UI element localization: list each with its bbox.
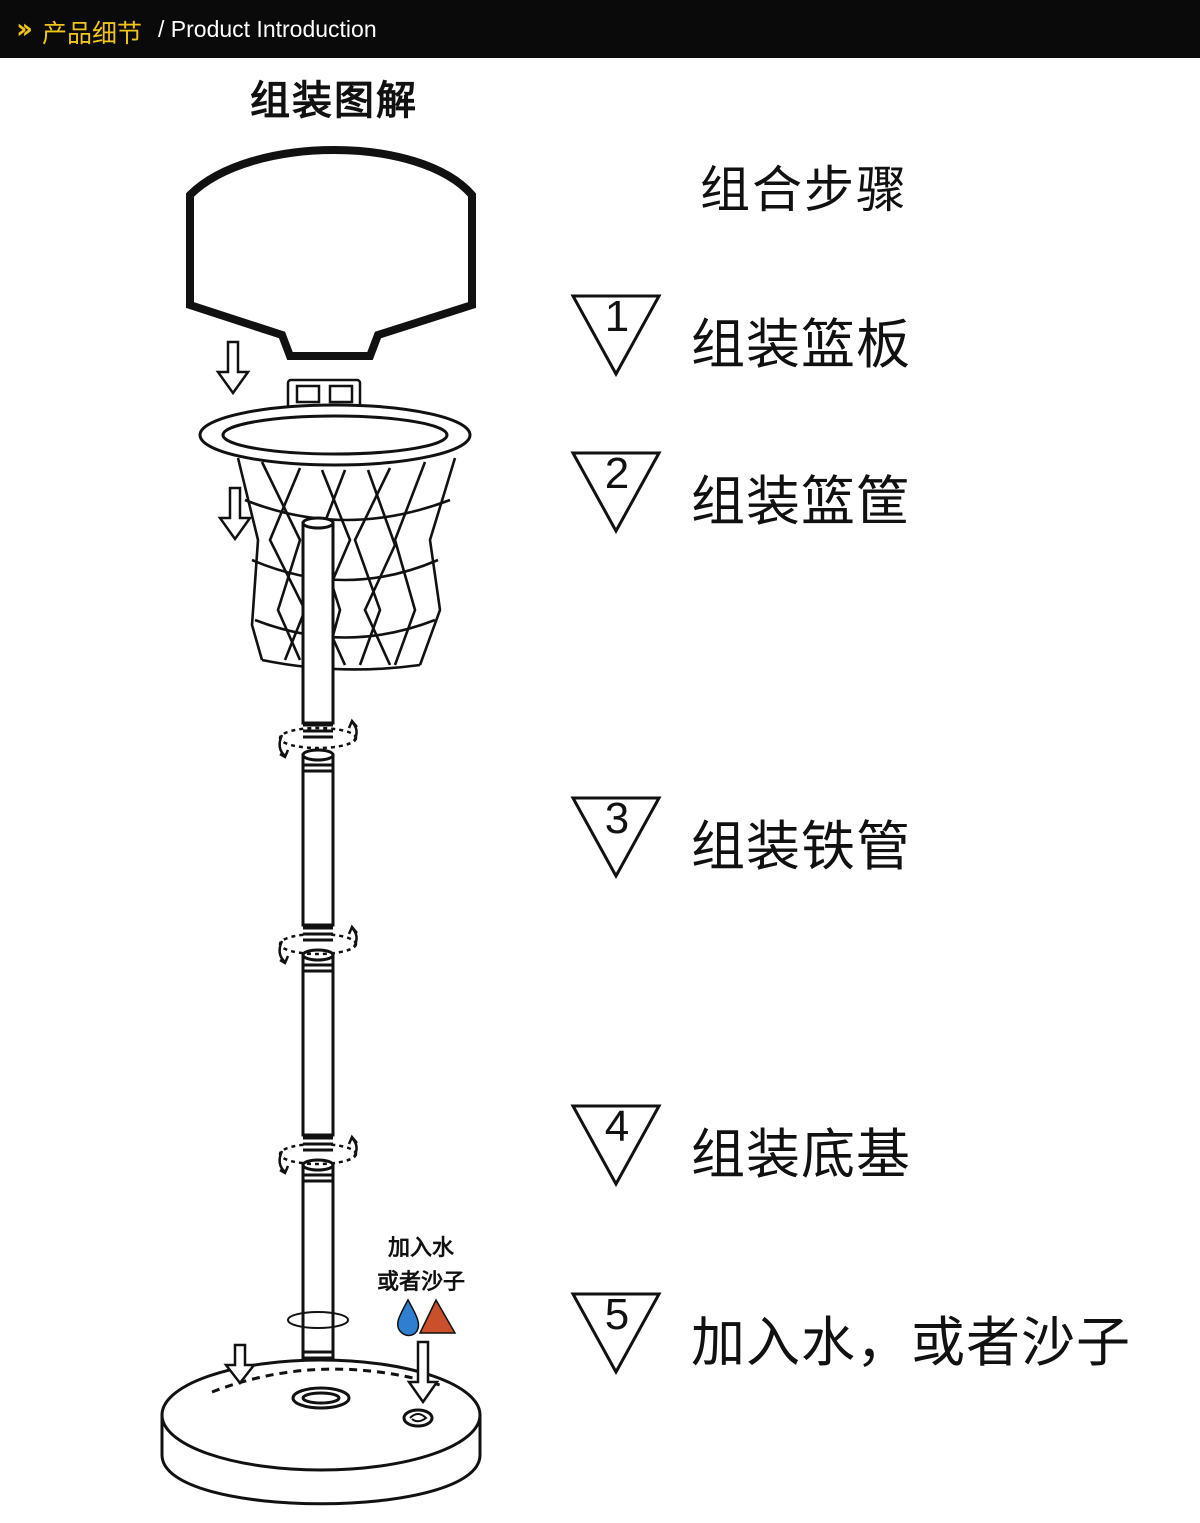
step-row-4: 4 组装底基 (565, 1100, 1165, 1200)
base (160, 1358, 482, 1506)
pipe-segment (301, 516, 335, 739)
fill-note: 加入水 或者沙子 (366, 1232, 476, 1300)
triangle-icon (570, 451, 662, 535)
triangle-icon (570, 1292, 662, 1376)
step-label: 组装铁管 (691, 815, 911, 878)
step-row-2: 2 组装篮筐 (565, 447, 1165, 547)
water-drop-icon (396, 1298, 420, 1337)
backboard (186, 146, 476, 360)
basketball-rim (198, 403, 472, 467)
down-arrow-icon (217, 486, 253, 542)
twist-arrow-icon (278, 1134, 358, 1175)
diagram-title: 组装图解 (250, 78, 418, 124)
sand-pile-icon (418, 1298, 457, 1334)
pipe-collar (287, 1311, 349, 1329)
header-title-cn: 产品细节 (42, 19, 143, 48)
step-label: 加入水，或者沙子 (691, 1311, 1131, 1374)
step-label: 组装底基 (691, 1123, 911, 1186)
step-number: 3 (604, 794, 630, 843)
steps-title: 组合步骤 (700, 161, 908, 219)
down-arrow-icon (406, 1340, 440, 1405)
down-arrow-icon (215, 340, 251, 396)
triangle-icon (570, 294, 662, 378)
step-number: 4 (604, 1102, 630, 1151)
step-row-3: 3 组装铁管 (565, 792, 1165, 892)
step-number: 2 (604, 449, 630, 498)
step-row-1: 1 组装篮板 (565, 290, 1165, 390)
step-number: 5 (604, 1290, 630, 1339)
triangle-icon (570, 1104, 662, 1188)
triangle-icon (570, 796, 662, 880)
pipe-segment (301, 948, 335, 1152)
basketball-net (236, 457, 457, 671)
step-row-5: 5 加入水，或者沙子 (565, 1288, 1165, 1388)
twist-arrow-icon (278, 924, 358, 965)
pipe-segment (301, 1158, 335, 1367)
fill-note-line-2: 或者沙子 (376, 1270, 465, 1295)
step-label: 组装篮板 (691, 313, 911, 376)
step-number: 1 (604, 292, 630, 341)
fill-note-line-1: 加入水 (387, 1236, 454, 1261)
twist-arrow-icon (278, 718, 358, 759)
pipe-segment (301, 748, 335, 942)
step-label: 组装篮筐 (691, 470, 911, 533)
header-title-en: / Product Introduction (158, 16, 377, 42)
down-arrow-icon (223, 1343, 257, 1386)
header-bar: ›› 产品细节 / Product Introduction (0, 0, 1200, 58)
